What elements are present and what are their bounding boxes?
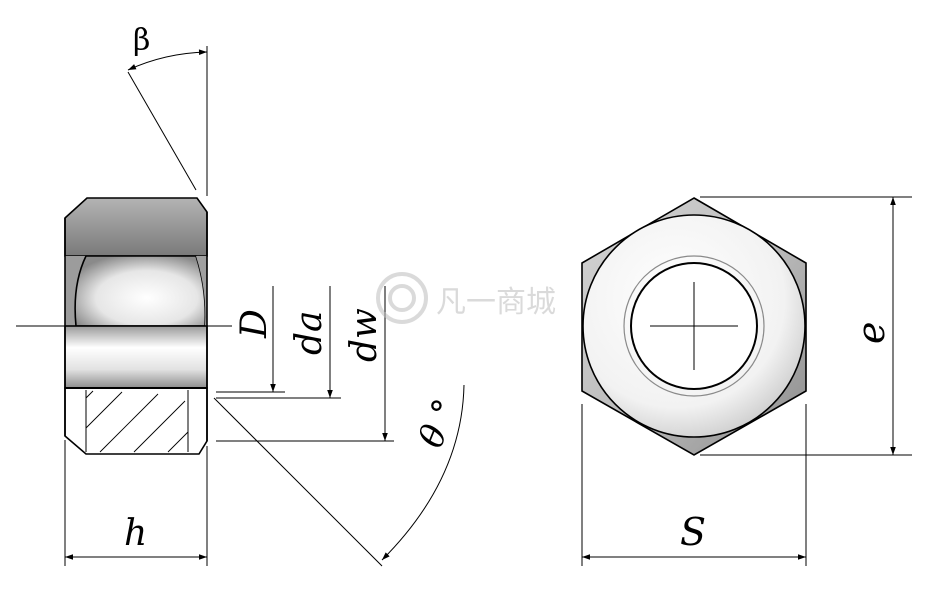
section-hatching [85,390,189,453]
label-theta: θ ° [411,394,466,454]
watermark-logo: 凡一商城 [376,272,556,324]
label-D: D [234,309,275,339]
front-dimensions [581,196,912,566]
label-S: S [680,510,706,554]
side-dome-face-main [74,255,207,327]
label-da: da [289,310,330,355]
label-beta: β [133,23,150,58]
label-dw: dw [344,308,385,362]
side-view [16,197,232,455]
side-top-face [64,197,208,257]
side-cylinder-band [64,325,208,389]
watermark-text: 凡一商城 [436,285,556,320]
front-view [581,197,807,456]
label-e: e [849,322,893,345]
side-dimensions [64,46,465,567]
label-h: h [124,513,147,554]
chamfer-circle [623,255,765,397]
